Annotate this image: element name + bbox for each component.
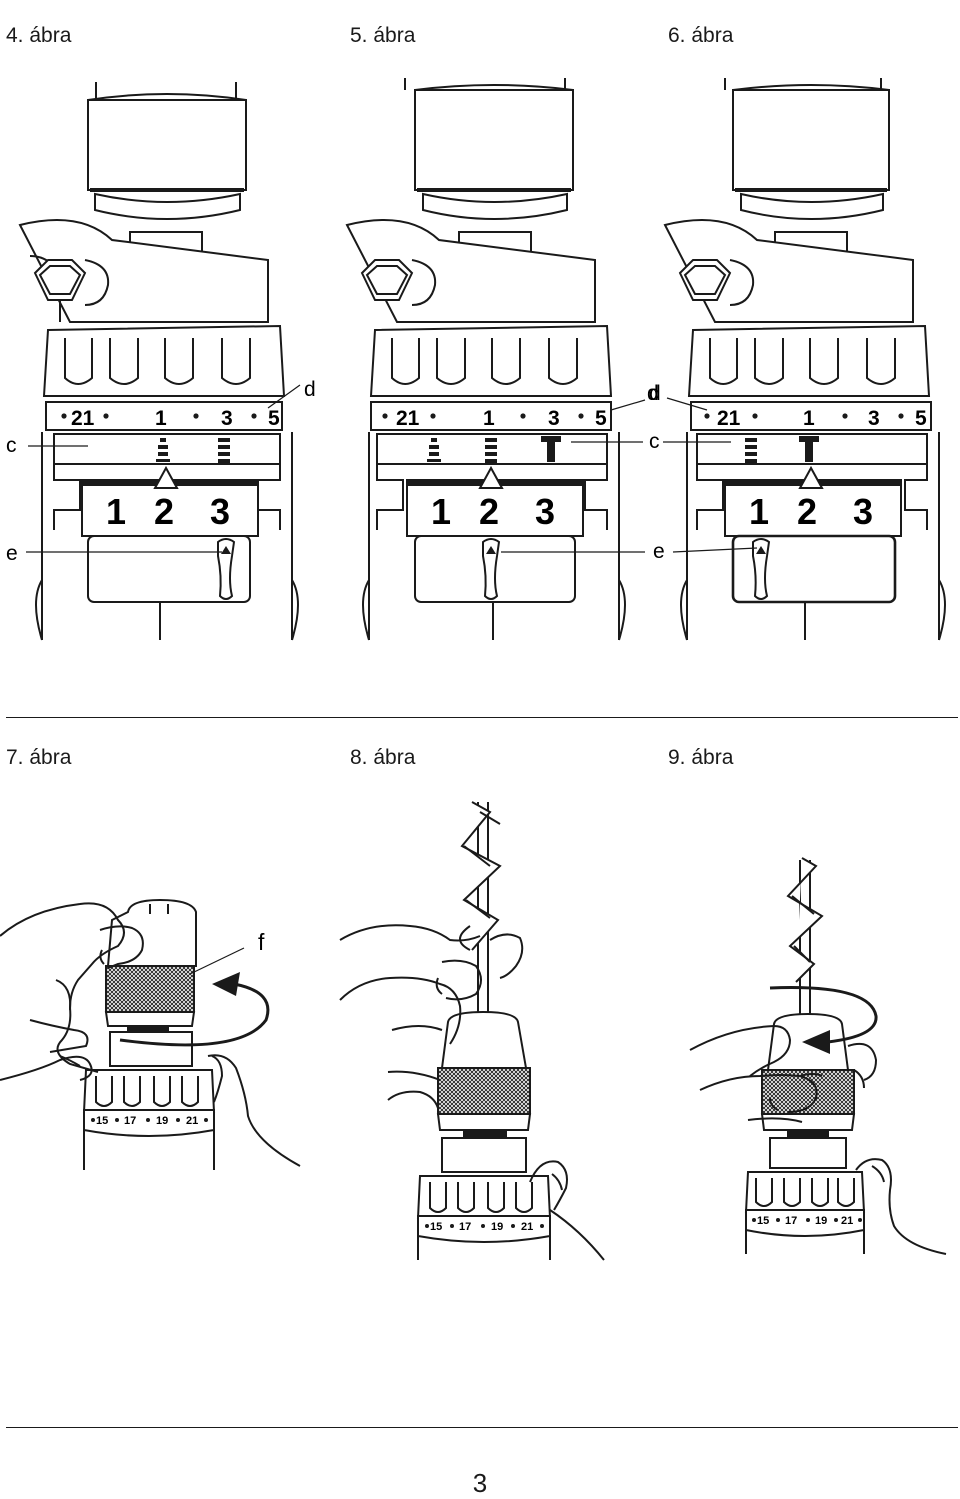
- torque-label-3: 3: [868, 407, 880, 430]
- figure-5-drill-selector: 21 1 3 5 1 2 3 d: [345, 78, 659, 641]
- torque-label-3: 3: [548, 407, 560, 430]
- label-c: c: [6, 434, 17, 457]
- slider-arrow-icon: [221, 546, 231, 554]
- collar-label-21: 21: [186, 1115, 198, 1127]
- screw-mode-icon: [485, 438, 497, 463]
- collar-label-17: 17: [124, 1115, 136, 1127]
- label-d: d: [649, 382, 661, 405]
- torque-label-21: 21: [717, 407, 741, 430]
- gear-label-3: 3: [210, 491, 230, 532]
- hammer-mode-icon: [799, 436, 819, 462]
- torque-label-21: 21: [71, 407, 95, 430]
- collar-label-19: 19: [156, 1115, 168, 1127]
- collar-label-17: 17: [459, 1221, 471, 1233]
- pointer-triangle-icon: [478, 465, 504, 489]
- label-e: e: [6, 542, 18, 565]
- figure-4-drill-selector: 21 1 3 5 1 2 3 c e d: [6, 82, 316, 641]
- gear-label-1: 1: [749, 491, 769, 532]
- divider-bottom: [6, 1427, 958, 1428]
- pointer-triangle-icon: [798, 465, 824, 489]
- drill-mode-icon: [156, 438, 170, 462]
- caption-fig6: 6. ábra: [668, 24, 734, 47]
- rotation-arrowhead-icon: [212, 972, 240, 996]
- gear-label-2: 2: [479, 491, 499, 532]
- caption-fig9: 9. ábra: [668, 746, 734, 769]
- screw-mode-icon: [745, 438, 757, 463]
- torque-label-1: 1: [155, 407, 167, 430]
- figure-8-insert-bit: 15 17 19 21: [339, 801, 605, 1261]
- torque-label-5: 5: [268, 407, 280, 430]
- rotation-arrowhead-icon: [802, 1030, 830, 1054]
- caption-fig5: 5. ábra: [350, 24, 416, 47]
- screw-mode-icon: [218, 438, 230, 463]
- figure-6-drill-selector: 21 1 3 5 1 2 3 d c e: [649, 78, 946, 641]
- label-d: d: [647, 382, 659, 405]
- caption-fig4: 4. ábra: [6, 24, 72, 47]
- collar-label-15: 15: [96, 1115, 108, 1127]
- gear-label-3: 3: [853, 491, 873, 532]
- gear-label-1: 1: [106, 491, 126, 532]
- page-number: 3: [472, 1468, 488, 1498]
- torque-label-1: 1: [483, 407, 495, 430]
- label-e: e: [653, 540, 665, 563]
- hammer-mode-icon: [541, 436, 561, 462]
- collar-label-17: 17: [785, 1215, 797, 1227]
- divider-top: [6, 717, 958, 718]
- pointer-triangle-icon: [153, 465, 179, 489]
- gear-label-2: 2: [154, 491, 174, 532]
- collar-label-21: 21: [841, 1215, 853, 1227]
- collar-label-15: 15: [430, 1221, 442, 1233]
- label-c: c: [649, 430, 660, 453]
- torque-label-5: 5: [915, 407, 927, 430]
- label-f: f: [258, 929, 265, 955]
- caption-fig8: 8. ábra: [350, 746, 416, 769]
- slider-arrow-icon: [756, 546, 766, 554]
- collar-label-15: 15: [757, 1215, 769, 1227]
- slider-arrow-icon: [486, 546, 496, 554]
- drill-mode-icon: [427, 438, 441, 462]
- gear-label-3: 3: [535, 491, 555, 532]
- collar-label-19: 19: [491, 1221, 503, 1233]
- collar-label-21: 21: [521, 1221, 533, 1233]
- caption-fig7: 7. ábra: [6, 746, 72, 769]
- gear-label-2: 2: [797, 491, 817, 532]
- torque-label-5: 5: [595, 407, 607, 430]
- figure-9-tighten-chuck: 15 17 19 21: [689, 857, 947, 1255]
- label-d: d: [304, 378, 316, 401]
- gear-label-1: 1: [431, 491, 451, 532]
- figure-7-hand-chuck: 15 17 19 21 f: [0, 898, 301, 1170]
- torque-label-21: 21: [396, 407, 420, 430]
- torque-label-1: 1: [803, 407, 815, 430]
- torque-label-3: 3: [221, 407, 233, 430]
- collar-label-19: 19: [815, 1215, 827, 1227]
